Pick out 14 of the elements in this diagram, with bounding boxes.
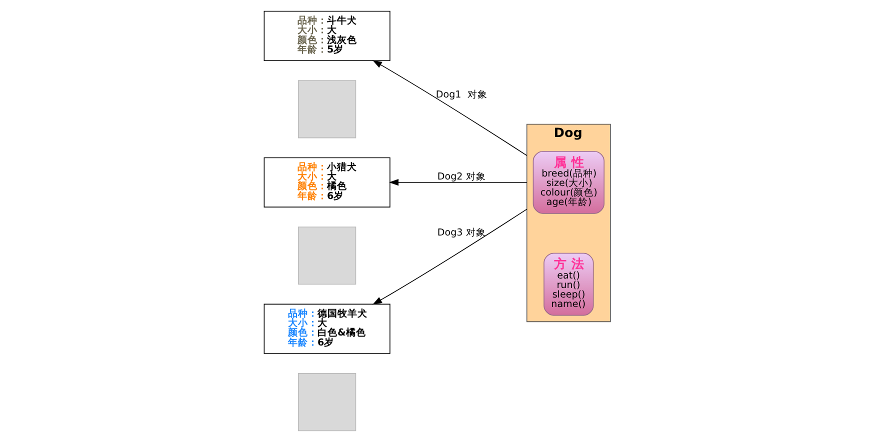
node-box — [298, 226, 356, 285]
edge-label: Dog2 对象 — [436, 172, 486, 183]
node-box — [298, 80, 356, 138]
arrow — [372, 208, 527, 305]
node-box — [298, 373, 356, 432]
node-box: 品种：小猎犬 大小：大 颜色：橘色 年龄：6岁 — [263, 157, 390, 208]
node-box: 属 性 breed(品种) size(大小) colour(颜色) age(年龄) — [532, 150, 604, 214]
node-box: 方 法 eat() run() sleep() name() — [543, 252, 594, 316]
node-box: 品种：德国牧羊犬 大小：大 颜色：白色&橘色 年龄：6岁 — [263, 304, 390, 354]
edge-label: Dog1 对象 — [435, 90, 487, 101]
edge-label: Dog3 对象 — [436, 227, 486, 238]
node-box: 品种：斗牛犬 大小：大 颜色：浅灰色 年龄：5岁 — [263, 10, 390, 61]
arrow — [388, 179, 527, 186]
arrow — [372, 60, 527, 156]
